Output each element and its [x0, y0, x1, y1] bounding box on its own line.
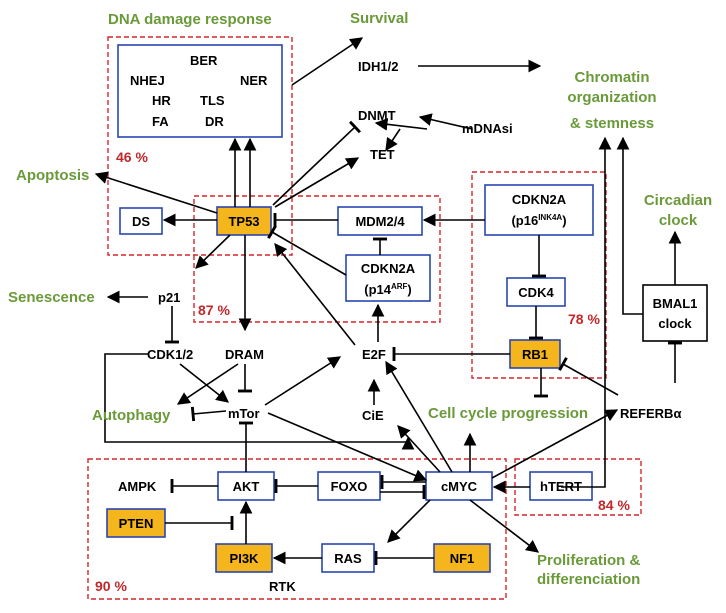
- p21-label: p21: [158, 290, 180, 305]
- apoptosis-label: Apoptosis: [16, 167, 89, 184]
- tp53-group-percent: 87 %: [198, 302, 230, 318]
- circadian-label-2: clock: [659, 212, 698, 229]
- pi3k-label: PI3K: [230, 551, 260, 566]
- cmyc-label: cMYC: [441, 479, 478, 494]
- fa-label: FA: [152, 114, 169, 129]
- ds-label: DS: [132, 214, 150, 229]
- proliferation-label-1: Proliferation &: [537, 552, 641, 569]
- mtor-label: mTor: [228, 406, 260, 421]
- tp53-box: [216, 206, 272, 236]
- chromatin-label-3: & stemness: [570, 115, 654, 132]
- cmyc-box: [425, 471, 493, 501]
- mdnasi-label: mDNAsi: [462, 121, 513, 136]
- p14-label-1: CDKN2A: [361, 261, 416, 276]
- htert-label: hTERT: [540, 479, 582, 494]
- dna-damage-title: DNA damage response: [108, 11, 272, 28]
- circadian-label-1: Circadian: [644, 192, 712, 209]
- ampk-label: AMPK: [118, 479, 157, 494]
- chromatin-label-2: organization: [567, 89, 656, 106]
- dna-repair-box: [117, 44, 283, 138]
- pi3k-box: [215, 543, 273, 573]
- dram-label: DRAM: [225, 347, 264, 362]
- tp53-label: TP53: [228, 214, 259, 229]
- cdk12-label: CDK1/2: [147, 347, 193, 362]
- senescence-label: Senescence: [8, 289, 95, 306]
- cdk4-label: CDK4: [518, 285, 554, 300]
- ds-box: [119, 207, 163, 235]
- referb-label: REFERBα: [620, 406, 681, 421]
- p14-box: [345, 254, 431, 302]
- e2f-label: E2F: [362, 347, 386, 362]
- ber-label: BER: [190, 53, 218, 68]
- tp53-group: [193, 195, 441, 323]
- foxo-label: FOXO: [331, 479, 368, 494]
- rtk-group: [87, 458, 507, 600]
- rtk-label: RTK: [269, 579, 296, 594]
- survival-label: Survival: [350, 10, 408, 27]
- autophagy-label: Autophagy: [92, 407, 171, 424]
- p14-label-2: (p14ARF): [364, 282, 412, 297]
- rb-group: [471, 171, 607, 379]
- rb1-label: RB1: [522, 347, 548, 362]
- edges: [94, 37, 683, 566]
- nf1-label: NF1: [450, 551, 475, 566]
- tet-label: TET: [370, 147, 395, 162]
- mdm-box: [337, 206, 423, 236]
- foxo-box: [317, 471, 381, 501]
- hr-label: HR: [152, 93, 171, 108]
- rb-group-percent: 78 %: [568, 311, 600, 327]
- tls-label: TLS: [200, 93, 225, 108]
- p16-label-2: (p16INK4A): [511, 213, 566, 228]
- htert-box: [529, 471, 593, 501]
- ras-label: RAS: [334, 551, 362, 566]
- mdm-label: MDM2/4: [355, 214, 405, 229]
- dna-damage-group: [107, 36, 293, 256]
- dna-group-percent: 46 %: [116, 149, 148, 165]
- bmal-box: [642, 284, 708, 342]
- pten-box: [106, 508, 166, 538]
- tert-group-percent: 84 %: [598, 497, 630, 513]
- p16-label-1: CDKN2A: [512, 192, 567, 207]
- proliferation-label-2: differenciation: [537, 571, 640, 588]
- ner-label: NER: [240, 73, 268, 88]
- chromatin-label-1: Chromatin: [575, 69, 650, 86]
- cdk4-box: [506, 277, 566, 307]
- nhej-label: NHEJ: [130, 73, 165, 88]
- bmal-label-2: clock: [658, 316, 692, 331]
- dr-label: DR: [205, 114, 224, 129]
- cell-cycle-label: Cell cycle progression: [428, 405, 588, 422]
- akt-label: AKT: [233, 479, 260, 494]
- cie-label: CiE: [362, 408, 384, 423]
- idh-label: IDH1/2: [358, 59, 398, 74]
- rtk-group-percent: 90 %: [95, 578, 127, 594]
- pten-label: PTEN: [119, 516, 154, 531]
- dnmt-label: DNMT: [358, 108, 396, 123]
- bmal-label-1: BMAL1: [653, 296, 698, 311]
